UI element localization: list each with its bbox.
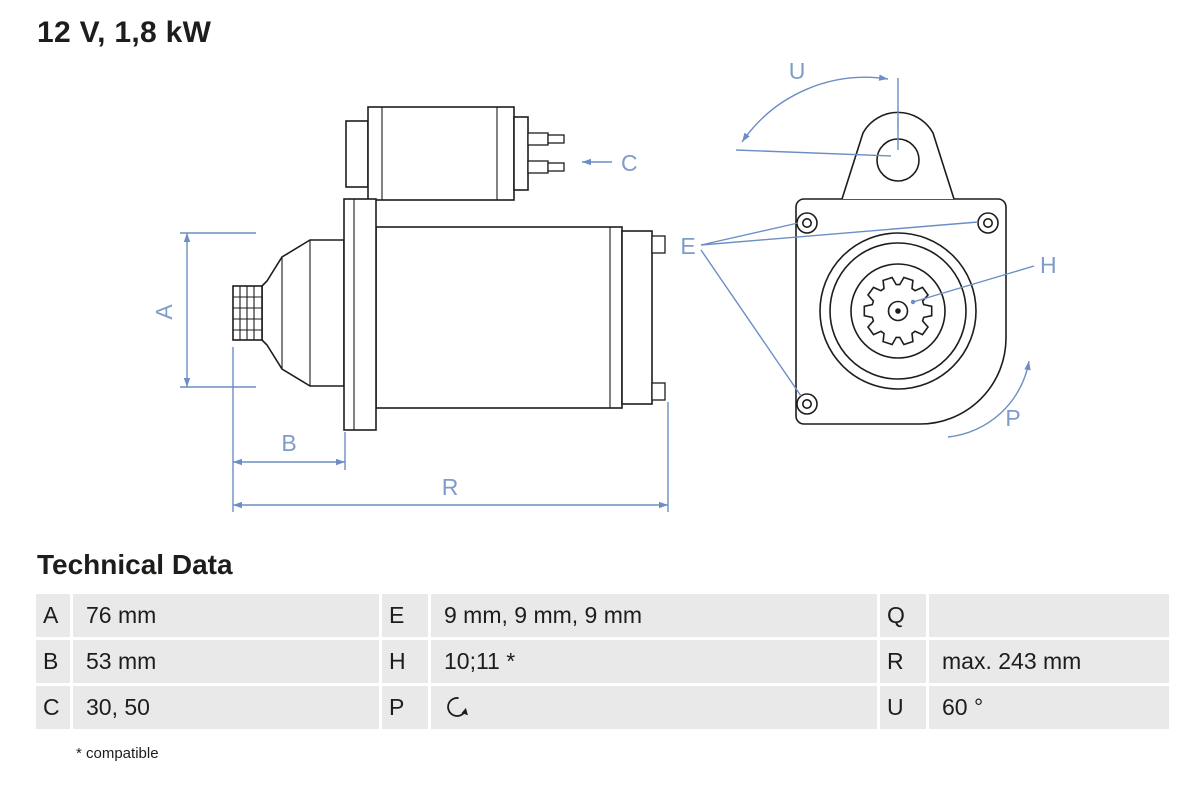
spec-value-e: 9 mm, 9 mm, 9 mm bbox=[431, 594, 877, 637]
spec-key-h: H bbox=[382, 640, 428, 683]
page-title: 12 V, 1,8 kW bbox=[37, 16, 212, 49]
spec-value-u: 60 ° bbox=[929, 686, 1169, 729]
spec-value-p bbox=[431, 686, 877, 729]
spec-key-u: U bbox=[880, 686, 926, 729]
spec-key-e: E bbox=[382, 594, 428, 637]
motor-body bbox=[375, 226, 666, 409]
dim-label-e: E bbox=[680, 233, 695, 259]
spec-value-h: 10;11 * bbox=[431, 640, 877, 683]
dim-label-u: U bbox=[789, 58, 806, 84]
dim-label-a: A bbox=[151, 304, 177, 320]
spec-value-q bbox=[929, 594, 1169, 637]
gear-ring bbox=[850, 263, 946, 359]
pinion bbox=[232, 285, 263, 341]
body-circle-mid bbox=[829, 242, 967, 380]
dim-label-r: R bbox=[442, 474, 459, 500]
front-view bbox=[795, 111, 1007, 425]
spec-key-p: P bbox=[382, 686, 428, 729]
dim-label-h: H bbox=[1040, 252, 1057, 278]
drive-housing bbox=[261, 239, 345, 387]
rotation-arrow-p bbox=[947, 360, 1031, 438]
dim-label-b: B bbox=[281, 430, 296, 456]
dim-label-p: P bbox=[1005, 405, 1020, 431]
dim-arc-u bbox=[741, 74, 889, 143]
spec-value-r: max. 243 mm bbox=[929, 640, 1169, 683]
spec-value-c: 30, 50 bbox=[73, 686, 379, 729]
spec-key-b: B bbox=[36, 640, 70, 683]
spec-key-c: C bbox=[36, 686, 70, 729]
solenoid bbox=[345, 106, 565, 201]
spec-key-r: R bbox=[880, 640, 926, 683]
side-view bbox=[232, 106, 666, 431]
dim-label-c: C bbox=[621, 150, 638, 176]
shaft-center-dot bbox=[895, 308, 901, 314]
dimension-labels: A B R C E H U P bbox=[151, 58, 1057, 500]
spec-value-a: 76 mm bbox=[73, 594, 379, 637]
bolt-holes bbox=[796, 212, 999, 415]
technical-data-table: A 76 mm E 9 mm, 9 mm, 9 mm Q B 53 mm H 1… bbox=[36, 594, 1169, 729]
mounting-flange bbox=[343, 198, 377, 431]
rotation-clockwise-icon bbox=[447, 697, 468, 717]
dimension-lines bbox=[180, 74, 1035, 512]
technical-data-heading: Technical Data bbox=[37, 549, 233, 580]
solenoid-terminals bbox=[527, 132, 565, 174]
spec-key-q: Q bbox=[880, 594, 926, 637]
body-circle-outer bbox=[819, 232, 977, 390]
spec-key-a: A bbox=[36, 594, 70, 637]
spec-value-b: 53 mm bbox=[73, 640, 379, 683]
footnote: * compatible bbox=[76, 745, 159, 762]
